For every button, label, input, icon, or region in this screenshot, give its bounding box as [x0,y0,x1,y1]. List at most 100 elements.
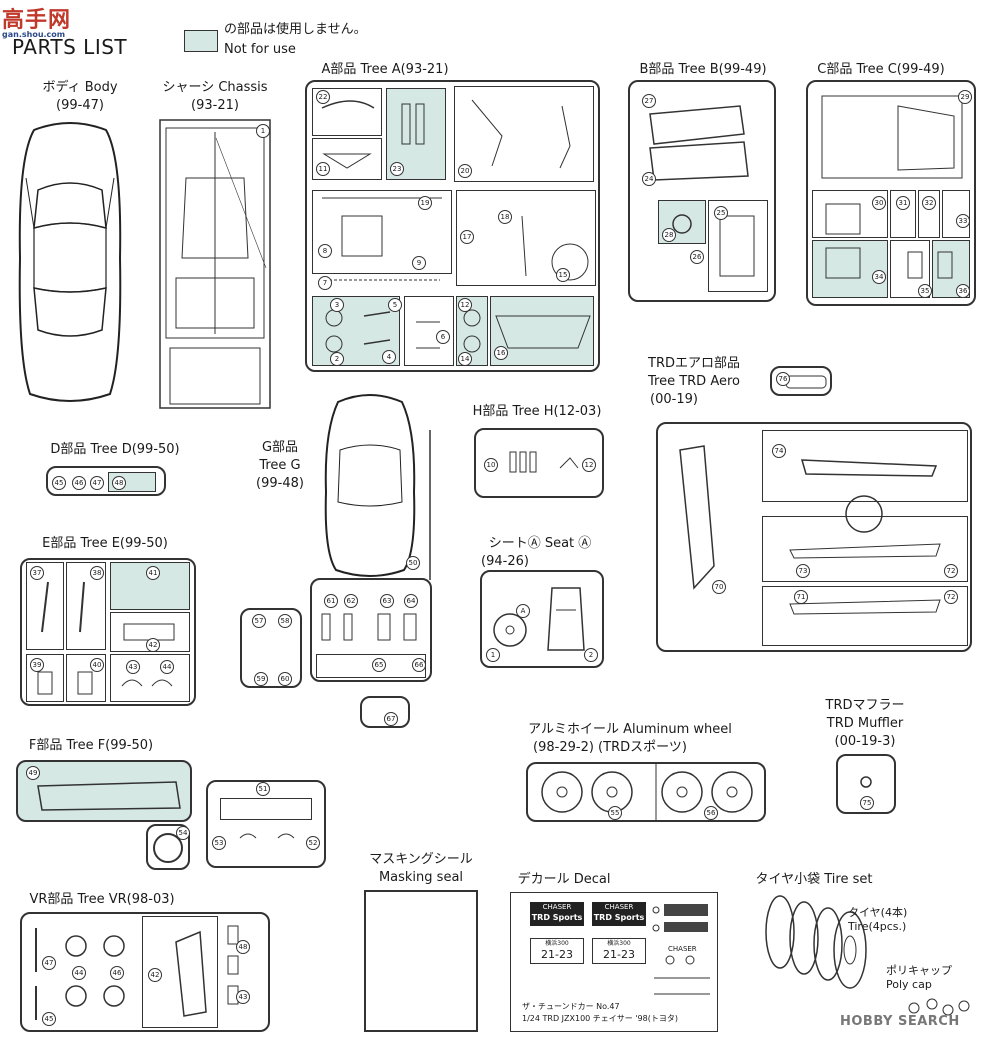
aero-parts-drawing [679,375,941,615]
page-title: PARTS LIST [12,35,128,59]
part-number: 57 [252,614,266,628]
part-number: 71 [794,590,808,604]
decal-plate-1: 横浜300 21-23 [530,938,584,964]
part-number: 72 [944,590,958,604]
part-number: 60 [278,672,292,686]
tree-c-cell [890,190,916,238]
decal-plate-number: 21-23 [541,948,573,961]
part-number: 11 [316,162,330,176]
polycap-drawing [908,998,970,1016]
decal-plate-top: 横浜300 [545,940,569,947]
legend-text-jp: の部品は使用しません。 [224,22,367,37]
tree-c-parts-drawing [821,95,963,279]
aero-label-2: Tree TRD Aero [647,374,740,389]
masking-label-1: マスキングシール [369,852,473,867]
part-number: 15 [556,268,570,282]
part-number: 8 [318,244,332,258]
masking-seal-sheet [364,890,478,1032]
decal-sheet [510,892,718,1032]
part-number: 48 [236,940,250,954]
part-number: 50 [406,556,420,570]
part-number: 47 [90,476,104,490]
decal-plate-top: 横浜300 [607,940,631,947]
part-number: 33 [956,214,970,228]
part-number: 2 [330,352,344,366]
masking-label-2: Masking seal [378,870,464,885]
legend-text-en: Not for use [224,42,296,57]
part-number: 62 [344,594,358,608]
part-number: 28 [662,228,676,242]
part-number: 41 [146,566,160,580]
part-number: 19 [418,196,432,210]
tree-g-label-2: Tree G [259,458,301,473]
tree-f-parts-drawing [37,781,295,863]
part-number: 36 [956,284,970,298]
tree-b-parts-drawing [649,105,755,277]
part-number: 4 [382,350,396,364]
part-number: 43 [126,660,140,674]
polycap-label-jp: ポリキャップ [886,964,952,977]
part-number: 12 [582,458,596,472]
tree-g-code: (99-48) [256,476,304,491]
car-body-drawing [18,122,122,402]
part-number: 17 [460,230,474,244]
part-number: 14 [458,352,472,366]
part-number: 43 [236,990,250,1004]
decal-trd-text: TRD Sports [593,913,645,922]
seat-label: シートⒶ Seat Ⓐ [488,536,592,551]
tire-set-label: タイヤ小袋 Tire set [755,872,873,887]
tree-g-label-1: G部品 [261,440,299,455]
part-number: 42 [146,638,160,652]
tree-f-cell [220,798,312,820]
tire-drawing [765,895,867,989]
decal-small-marks [652,904,710,995]
part-number: 40 [90,658,104,672]
tree-c-label: C部品 Tree C(99-49) [817,62,945,77]
part-number: 22 [316,90,330,104]
part-number: 47 [42,956,56,970]
part-number: 12 [458,298,472,312]
part-number: 24 [642,172,656,186]
wheel-code: (98-29-2) (TRDスポーツ) [533,740,687,755]
part-number: 61 [324,594,338,608]
part-number: 76 [776,372,790,386]
seat-frame [480,570,604,668]
tree-g-left-frame [240,608,302,688]
part-number: 65 [372,658,386,672]
tree-a-parts-drawing [321,99,591,353]
tree-vr-parts-drawing [35,925,239,1020]
decal-footer-1: ザ・チューンドカー No.47 [522,1002,620,1011]
decal-logo-2: CHASER TRD Sports [592,902,646,926]
wheel-parts-drawing [541,764,753,820]
part-number: 46 [72,476,86,490]
part-number: 49 [26,766,40,780]
muffler-code: (00-19-3) [834,734,896,749]
part-number: 53 [212,836,226,850]
tree-a-label: A部品 Tree A(93-21) [321,62,449,77]
tree-b-cell-unused [658,200,706,244]
part-number: 55 [608,806,622,820]
part-number: 37 [30,566,44,580]
part-number: 51 [256,782,270,796]
part-number: 46 [110,966,124,980]
tree-d-label: D部品 Tree D(99-50) [50,442,180,457]
tree-f-label: F部品 Tree F(99-50) [28,738,154,753]
decal-chaser-text: CHASER [604,903,634,911]
part-number: 30 [872,196,886,210]
decal-chaser-text: CHASER [542,903,572,911]
tree-h-parts-drawing [509,451,579,473]
part-number: 73 [796,564,810,578]
muffler-label-1: TRDマフラー [825,698,905,713]
tree-e-label: E部品 Tree E(99-50) [42,536,168,551]
tire-label-en: Tire(4pcs.) [848,920,907,933]
muffler-label-2: TRD Muffler [826,716,904,731]
part-number: 72 [944,564,958,578]
aero-label-1: TRDエアロ部品 [648,356,740,371]
part-number: 44 [160,660,174,674]
legend-swatch [184,30,218,52]
hobby-search-watermark: HOBBY SEARCH [840,1014,960,1029]
part-number: 5 [388,298,402,312]
site-watermark-brand: 高手网 [2,8,72,33]
part-number: 29 [958,90,972,104]
tree-g-body-drawing [324,394,416,577]
